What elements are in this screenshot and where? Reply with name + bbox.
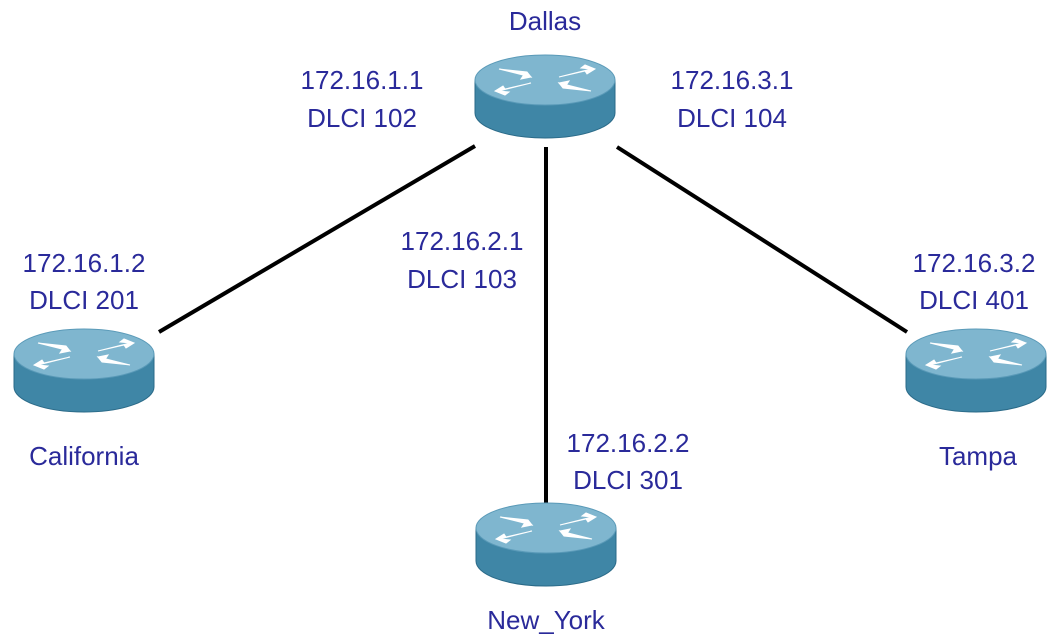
router-california[interactable]: [13, 328, 155, 413]
router-tampa[interactable]: [905, 328, 1047, 413]
link-dallas-california: [157, 144, 477, 334]
router-icon: [13, 328, 155, 413]
ip-dallas-tampa: 172.16.3.1: [671, 65, 794, 95]
dlci-tampa: DLCI 401: [919, 285, 1029, 315]
dlci-dallas-tampa: DLCI 104: [677, 103, 787, 133]
router-icon: [905, 328, 1047, 413]
router-name-california: California: [29, 441, 139, 471]
ip-tampa: 172.16.3.2: [913, 248, 1036, 278]
router-name-tampa: Tampa: [939, 441, 1018, 471]
ip-california: 172.16.1.2: [23, 248, 146, 278]
router-new-york[interactable]: [475, 502, 617, 587]
dlci-new-york: DLCI 301: [573, 465, 683, 495]
dlci-dallas-new-york: DLCI 103: [407, 264, 517, 294]
dlci-dallas-california: DLCI 102: [307, 103, 417, 133]
ip-new-york: 172.16.2.2: [567, 428, 690, 458]
router-name-new-york: New_York: [487, 605, 606, 635]
ip-dallas-new-york: 172.16.2.1: [401, 226, 524, 256]
router-dallas[interactable]: [474, 54, 616, 139]
router-icon: [475, 502, 617, 587]
link-dallas-tampa: [615, 145, 909, 334]
router-icon: [474, 54, 616, 139]
router-name-dallas: Dallas: [509, 6, 581, 36]
ip-dallas-california: 172.16.1.1: [301, 65, 424, 95]
dlci-california: DLCI 201: [29, 285, 139, 315]
